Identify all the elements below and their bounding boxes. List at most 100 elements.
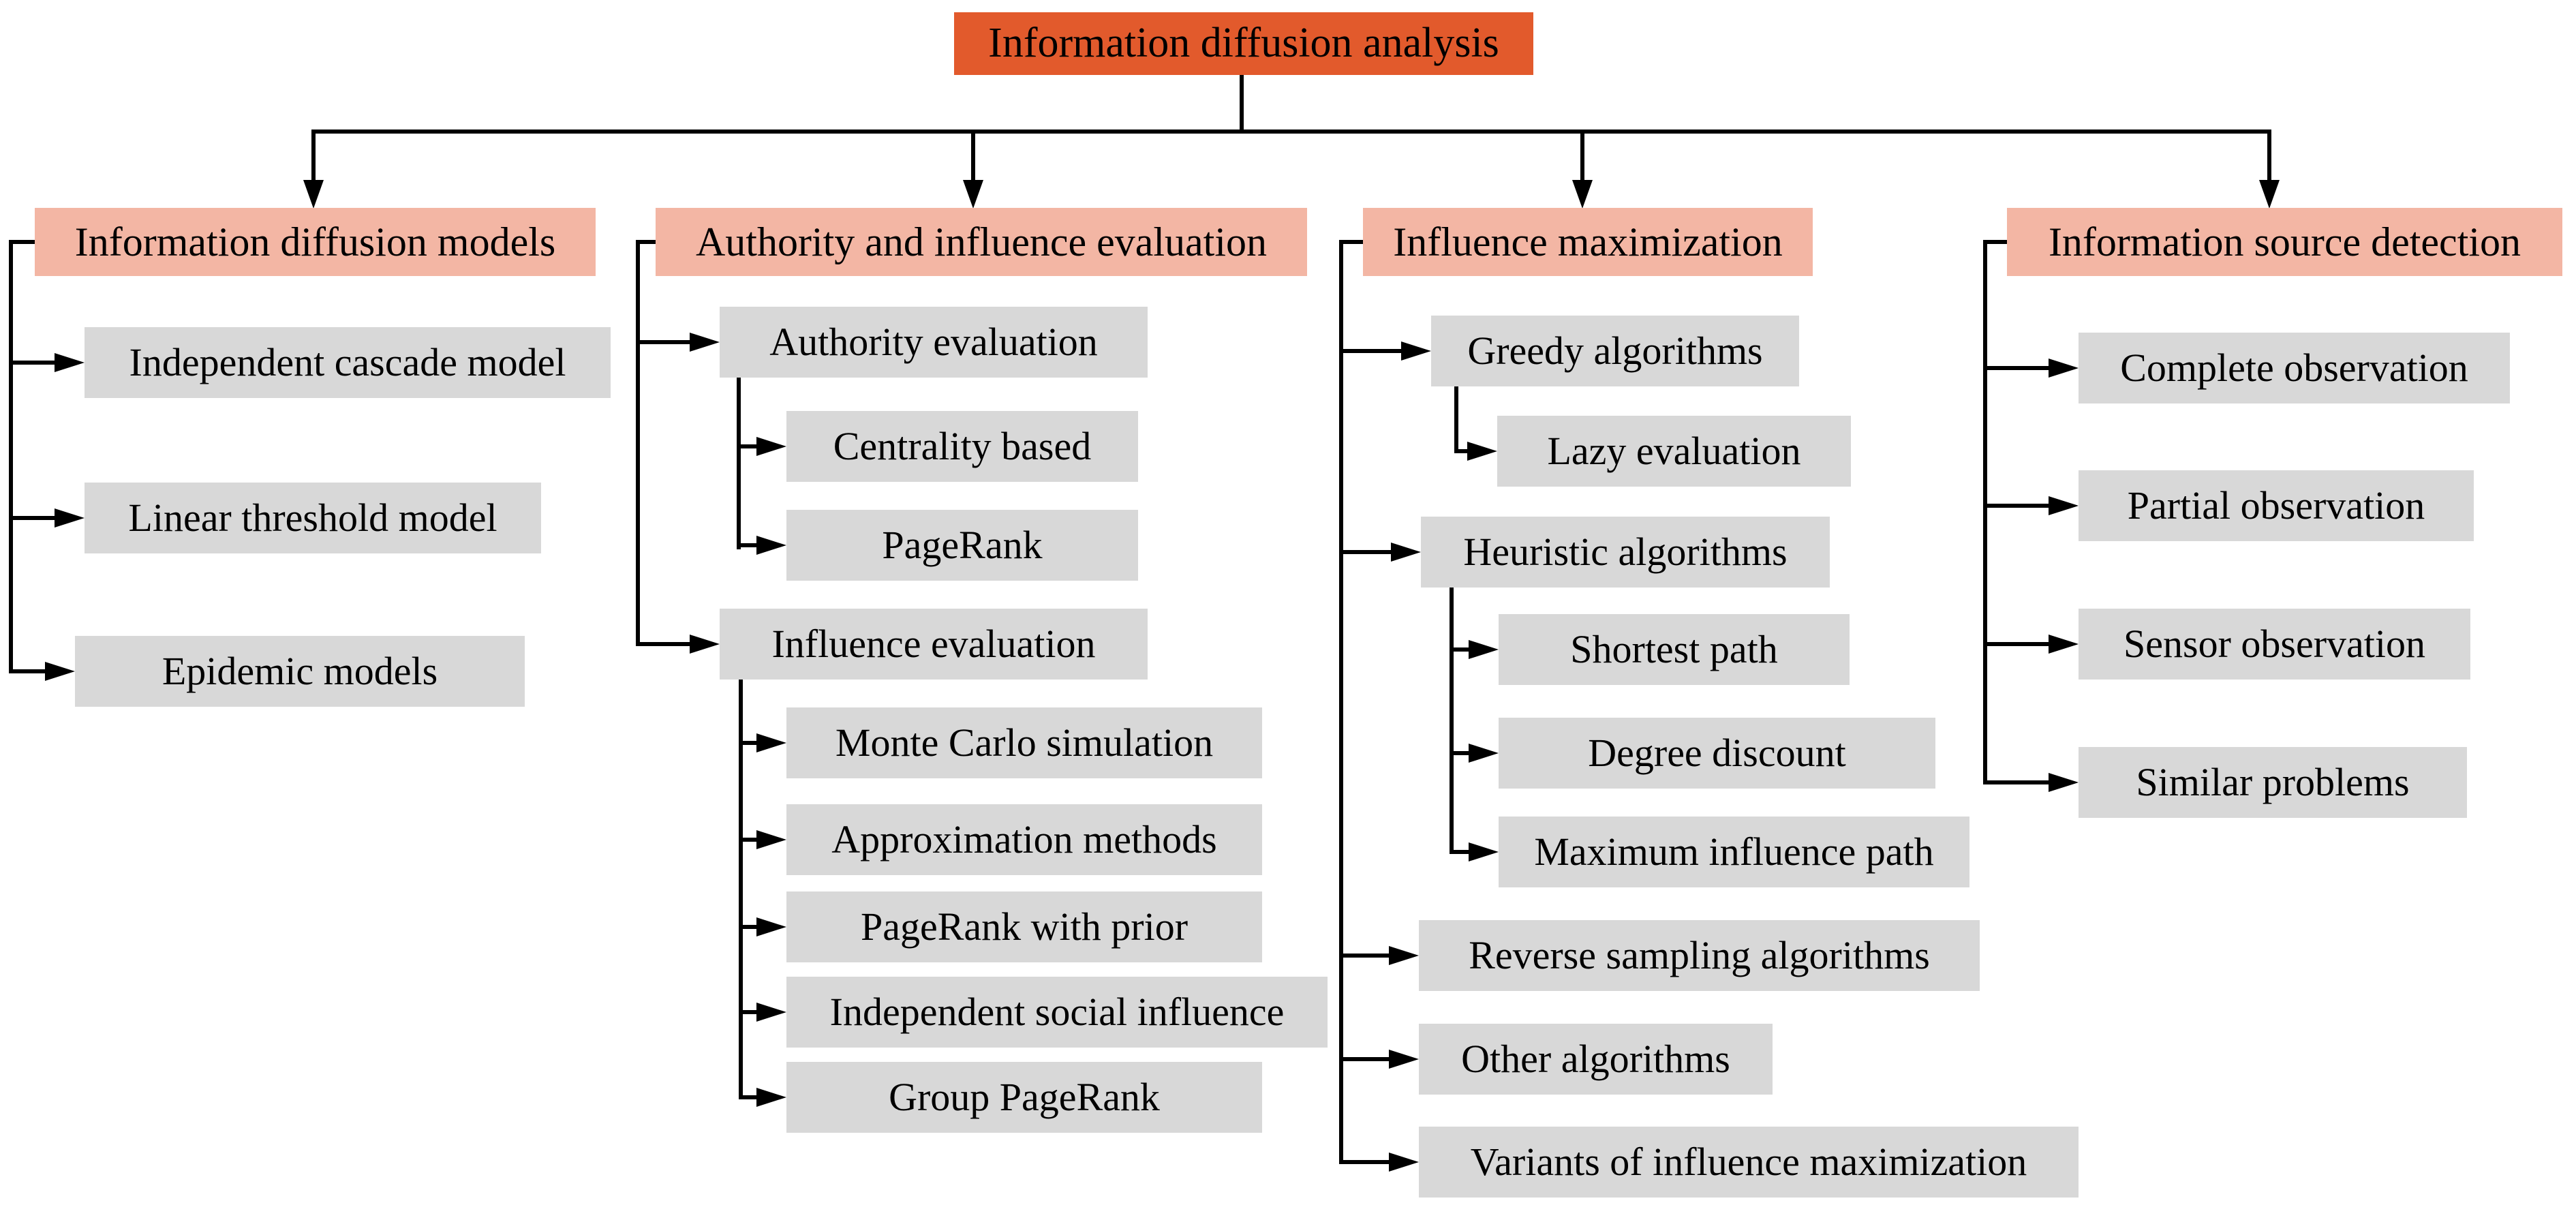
node-independent-social-influence: Independent social influence <box>786 977 1328 1048</box>
connector-bus <box>311 129 2271 134</box>
node-partial-observation: Partial observation <box>2079 470 2474 541</box>
connector-col3-header-link <box>1341 240 1363 244</box>
connector-col2-subtrunk-b <box>739 680 743 1099</box>
node-influence-evaluation: Influence evaluation <box>720 609 1148 680</box>
connector-col2-b5-line <box>741 1095 756 1099</box>
node-authority-evaluation: Authority evaluation <box>720 307 1148 378</box>
node-greedy-algorithms: Greedy algorithms <box>1431 316 1799 386</box>
connector-drop-2 <box>971 129 975 181</box>
connector-col3-b2-line <box>1452 751 1469 755</box>
connector-col1-arrow3-line <box>11 669 45 673</box>
arrowhead-col3-b3 <box>1469 842 1499 861</box>
arrowhead-col1-arrow2 <box>55 508 85 528</box>
connector-col3-a1-line <box>1456 449 1467 453</box>
node-epidemic-models: Epidemic models <box>75 636 525 707</box>
node-maximum-influence-path: Maximum influence path <box>1499 817 1969 887</box>
connector-col3-arrow4-line <box>1341 1057 1389 1061</box>
connector-col3-arrow5-line <box>1341 1160 1389 1164</box>
arrowhead-col2-b1 <box>756 733 786 752</box>
connector-col4-arrow2-line <box>1985 504 2049 508</box>
node-shortest-path: Shortest path <box>1499 614 1850 685</box>
node-linear-threshold-model: Linear threshold model <box>85 483 541 553</box>
connector-col1-trunk <box>9 240 13 673</box>
connector-col2-a1-line <box>739 444 756 448</box>
node-centrality-based: Centrality based <box>786 411 1138 482</box>
node-similar-problems: Similar problems <box>2079 747 2467 818</box>
connector-col2-arrow2-line <box>638 642 690 646</box>
connector-col3-subtrunk-a <box>1454 386 1458 453</box>
arrowhead-col2-a2 <box>756 536 786 555</box>
arrowhead-col2-b5 <box>756 1088 786 1107</box>
connector-col2-a2-line <box>739 543 756 547</box>
node-group-pagerank: Group PageRank <box>786 1062 1262 1133</box>
arrowhead-col4-arrow2 <box>2049 496 2079 515</box>
connector-col3-subtrunk-b <box>1450 588 1454 854</box>
header-authority-and-influence-evaluation: Authority and influence evaluation <box>656 208 1307 276</box>
arrowhead-down-2 <box>963 180 983 209</box>
connector-col4-trunk <box>1983 240 1987 784</box>
connector-col2-b3-line <box>741 925 756 929</box>
node-heuristic-algorithms: Heuristic algorithms <box>1421 517 1830 588</box>
node-other-algorithms: Other algorithms <box>1419 1024 1773 1095</box>
connector-col2-b2-line <box>741 838 756 842</box>
connector-col2-arrow1-line <box>638 340 690 344</box>
arrowhead-col1-arrow3 <box>45 662 75 681</box>
node-sensor-observation: Sensor observation <box>2079 609 2470 680</box>
connector-col4-arrow3-line <box>1985 642 2049 646</box>
node-information-diffusion-analysis: Information diffusion analysis <box>954 12 1533 75</box>
arrowhead-col3-b2 <box>1469 744 1499 763</box>
arrowhead-col2-b4 <box>756 1003 786 1022</box>
arrowhead-col3-arrow4 <box>1389 1050 1419 1069</box>
arrowhead-col4-arrow1 <box>2049 359 2079 378</box>
connector-col2-trunk <box>636 240 640 646</box>
connector-col4-header-link <box>1985 240 2007 244</box>
connector-col1-arrow2-line <box>11 516 55 520</box>
arrowhead-col3-arrow3 <box>1389 946 1419 965</box>
connector-col4-arrow4-line <box>1985 780 2049 784</box>
header-information-diffusion-models: Information diffusion models <box>35 208 596 276</box>
arrowhead-col1-arrow1 <box>55 353 85 372</box>
connector-title-stub <box>1240 75 1244 134</box>
connector-col1-header-link <box>11 240 35 244</box>
arrowhead-col3-arrow1 <box>1401 341 1431 361</box>
arrowhead-down-1 <box>303 180 324 209</box>
node-degree-discount: Degree discount <box>1499 718 1935 789</box>
header-information-source-detection: Information source detection <box>2007 208 2562 276</box>
connector-col4-arrow1-line <box>1985 366 2049 370</box>
connector-drop-1 <box>311 129 316 181</box>
node-independent-cascade-model: Independent cascade model <box>85 327 611 398</box>
node-lazy-evaluation: Lazy evaluation <box>1497 416 1851 487</box>
arrowhead-col4-arrow4 <box>2049 773 2079 792</box>
connector-col2-b1-line <box>741 741 756 745</box>
node-approximation-methods: Approximation methods <box>786 804 1262 875</box>
node-monte-carlo-simulation: Monte Carlo simulation <box>786 707 1262 778</box>
arrowhead-col2-a1 <box>756 437 786 456</box>
connector-col3-trunk <box>1339 240 1343 1164</box>
connector-col3-arrow3-line <box>1341 954 1389 958</box>
node-variants-of-influence-maximization: Variants of influence maximization <box>1419 1127 2079 1198</box>
node-reverse-sampling-algorithms: Reverse sampling algorithms <box>1419 920 1980 991</box>
arrowhead-col2-b3 <box>756 917 786 936</box>
arrowhead-col3-arrow5 <box>1389 1153 1419 1172</box>
connector-col2-header-link <box>638 240 656 244</box>
node-complete-observation: Complete observation <box>2079 333 2510 403</box>
arrowhead-col3-arrow2 <box>1391 543 1421 562</box>
connector-col3-arrow2-line <box>1341 550 1391 554</box>
connector-drop-4 <box>2267 129 2271 181</box>
arrowhead-down-3 <box>1572 180 1593 209</box>
arrowhead-col2-arrow2 <box>690 635 720 654</box>
connector-col2-subtrunk-a <box>737 378 741 549</box>
arrowhead-col4-arrow3 <box>2049 635 2079 654</box>
connector-col3-arrow1-line <box>1341 349 1401 353</box>
connector-drop-3 <box>1580 129 1584 181</box>
arrowhead-down-4 <box>2259 180 2280 209</box>
node-pagerank-with-prior: PageRank with prior <box>786 891 1262 962</box>
connector-col3-b1-line <box>1452 647 1469 652</box>
arrowhead-col3-b1 <box>1469 640 1499 659</box>
connector-col2-b4-line <box>741 1010 756 1014</box>
connector-col1-arrow1-line <box>11 361 55 365</box>
node-pagerank: PageRank <box>786 510 1138 581</box>
header-influence-maximization: Influence maximization <box>1363 208 1813 276</box>
arrowhead-col2-arrow1 <box>690 333 720 352</box>
